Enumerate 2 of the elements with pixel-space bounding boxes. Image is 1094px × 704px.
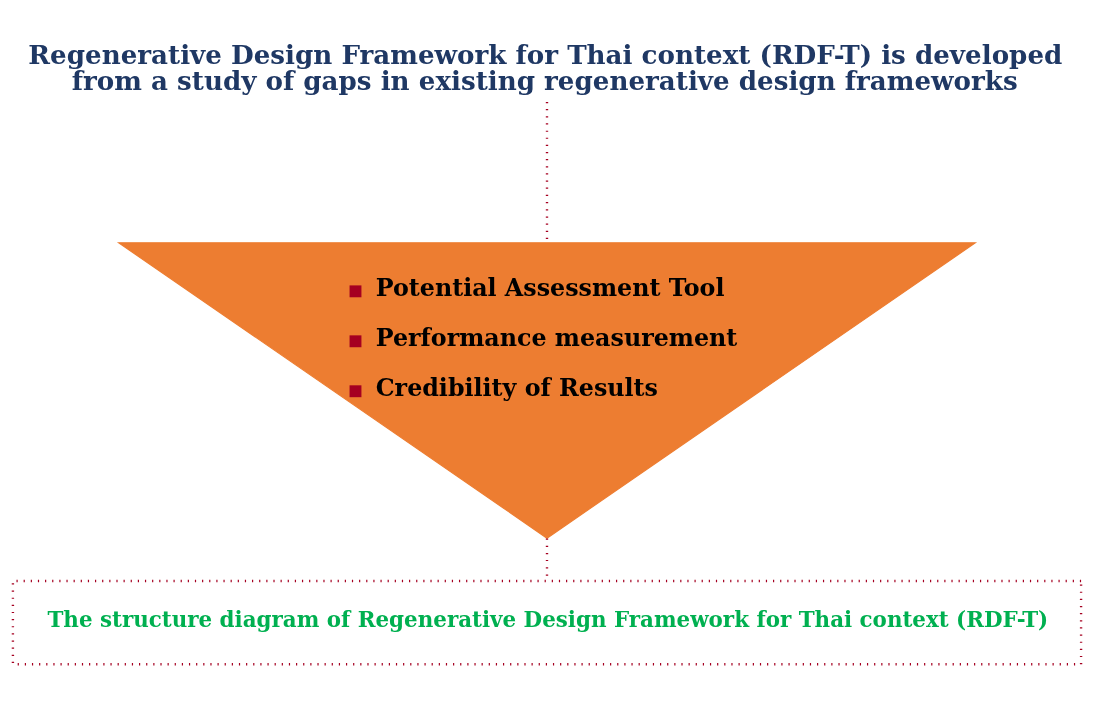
node-box: The structure diagram of Regenerative Design Framework for Thai context (RDF-T)	[11, 579, 1083, 666]
node-text: Regenerative Design Framework for Thai context (RDF-T) is developed from a study of gaps in existing regenerative design frameworks	[28, 39, 1063, 97]
